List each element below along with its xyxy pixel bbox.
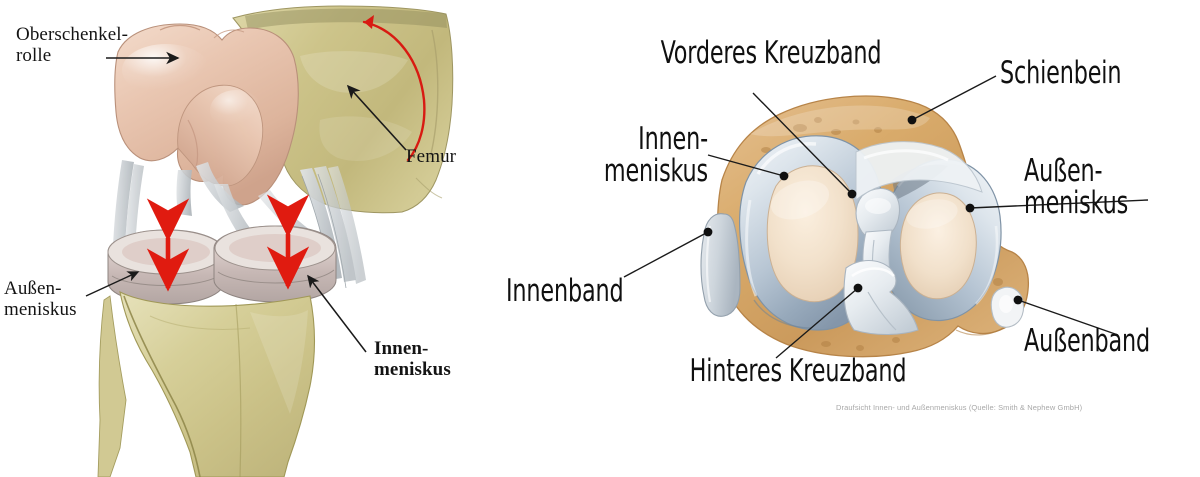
label-aussenband: Außenband (1024, 323, 1151, 359)
leader-aussenband (1017, 299, 1119, 336)
knee-front-view-illustration (85, 5, 454, 477)
tibia-bone (97, 291, 316, 477)
label-aussenmeniskus-front: Außen- meniskus (4, 278, 77, 321)
collateral-ligament-fibres (300, 166, 366, 289)
label-innenmeniskus-top: Innen- meniskus (603, 121, 708, 189)
leader-femur (346, 84, 407, 151)
leader-innenmeniskus (307, 274, 367, 353)
label-innenmeniskus-front: Innen- meniskus (374, 338, 451, 381)
medial-collateral-ligament (700, 213, 741, 317)
label-aussenmeniskus-top: Außen- meniskus (1024, 153, 1129, 221)
panel-top-view: Vorderes Kreuzband Schienbein Innen- men… (500, 0, 1200, 477)
label-hinteres-kreuzband: Hinteres Kreuzband (689, 353, 907, 389)
label-innenband: Innenband (506, 273, 624, 309)
label-schienbein: Schienbein (1000, 55, 1122, 91)
figure-source-caption: Draufsicht Innen- und Außenmeniskus (Que… (836, 403, 1083, 412)
leader-aussenmeniskus-top (969, 199, 1149, 209)
femoral-condyles (114, 23, 299, 206)
panel-front-view: Oberschenkel- rolle Femur Außen- menisku… (0, 0, 520, 477)
menisci-front-view (107, 225, 337, 305)
leader-aussenmeniskus (85, 271, 140, 297)
label-vorderes-kreuzband: Vorderes Kreuzband (660, 35, 882, 71)
label-femur: Femur (406, 146, 457, 167)
leader-hinteres-kreuzband (775, 287, 859, 359)
label-oberschenkelrolle: Oberschenkel- rolle (16, 24, 129, 67)
leader-innenband (623, 231, 709, 278)
lateral-collateral-ligament (990, 286, 1025, 328)
leader-dots (703, 115, 1023, 305)
lateral-meniscus (881, 158, 1002, 322)
leader-lines-front (85, 51, 407, 353)
leader-innenmeniskus-top (707, 154, 785, 177)
leader-lines-top (623, 75, 1149, 359)
intercondylar-eminence (855, 141, 983, 202)
leader-schienbein (911, 75, 997, 121)
leader-vorderes-kreuzband (752, 92, 853, 195)
knee-top-view-illustration (623, 75, 1149, 359)
rotation-arrow-curved (362, 15, 426, 162)
posterior-cruciate-ligament (843, 259, 919, 335)
